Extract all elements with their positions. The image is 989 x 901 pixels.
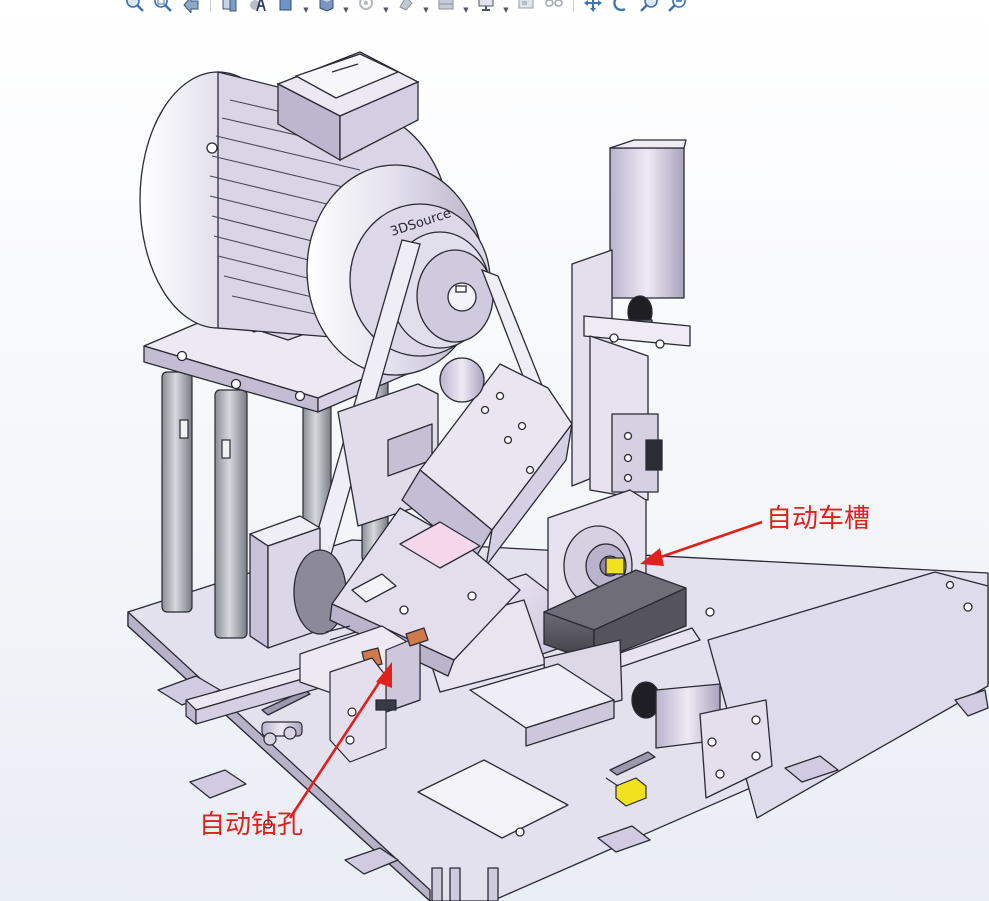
side-actuator	[469, 639, 773, 799]
hide-show-icon[interactable]	[355, 0, 377, 14]
sensor-block	[605, 777, 647, 807]
drill-head	[299, 625, 429, 763]
vertical-cylinder-column	[571, 139, 691, 501]
display-style-icon[interactable]	[315, 0, 337, 14]
link-views-icon[interactable]	[543, 0, 565, 14]
pan-icon[interactable]	[582, 0, 604, 14]
groove-callout-line	[651, 520, 763, 562]
angled-cylinder	[329, 357, 573, 677]
drill-station-label: 自动钻孔	[199, 810, 304, 840]
display-style-dropdown-icon[interactable]: ▼	[343, 6, 349, 14]
zoom-icon[interactable]	[666, 0, 688, 14]
drill-callout-line	[288, 671, 388, 819]
section-view-icon[interactable]	[219, 0, 241, 14]
workpiece-highlight	[605, 557, 625, 575]
edit-appearance-icon[interactable]	[395, 0, 417, 14]
zoom-in-out-icon[interactable]	[638, 0, 660, 14]
apply-scene-dropdown-icon[interactable]: ▼	[463, 6, 469, 14]
edit-appearance-dropdown-icon[interactable]: ▼	[423, 6, 429, 14]
view-orientation-icon[interactable]	[275, 0, 297, 14]
zoom-to-fit-icon[interactable]	[124, 0, 146, 14]
previous-view-icon[interactable]	[180, 0, 202, 14]
drill-arrowhead	[376, 662, 392, 688]
zoom-area-icon[interactable]	[152, 0, 174, 14]
screen-capture-icon[interactable]	[515, 0, 537, 14]
view-settings-icon[interactable]	[475, 0, 497, 14]
callout-arrows	[288, 520, 763, 819]
view-orientation-dropdown-icon[interactable]: ▼	[303, 6, 309, 14]
apply-scene-icon[interactable]	[435, 0, 457, 14]
groove-station-label: 自动车槽	[766, 504, 871, 534]
groove-arrowhead	[640, 548, 664, 566]
heads-up-view-toolbar: ▼ ▼ ▼ ▼ ▼ ▼	[124, 0, 688, 16]
toolbar-separator	[573, 0, 574, 12]
hide-show-dropdown-icon[interactable]: ▼	[383, 6, 389, 14]
rotate-icon[interactable]	[610, 0, 632, 14]
annotation-icon[interactable]	[247, 0, 269, 14]
view-settings-dropdown-icon[interactable]: ▼	[503, 6, 509, 14]
toolbar-separator	[210, 0, 211, 12]
